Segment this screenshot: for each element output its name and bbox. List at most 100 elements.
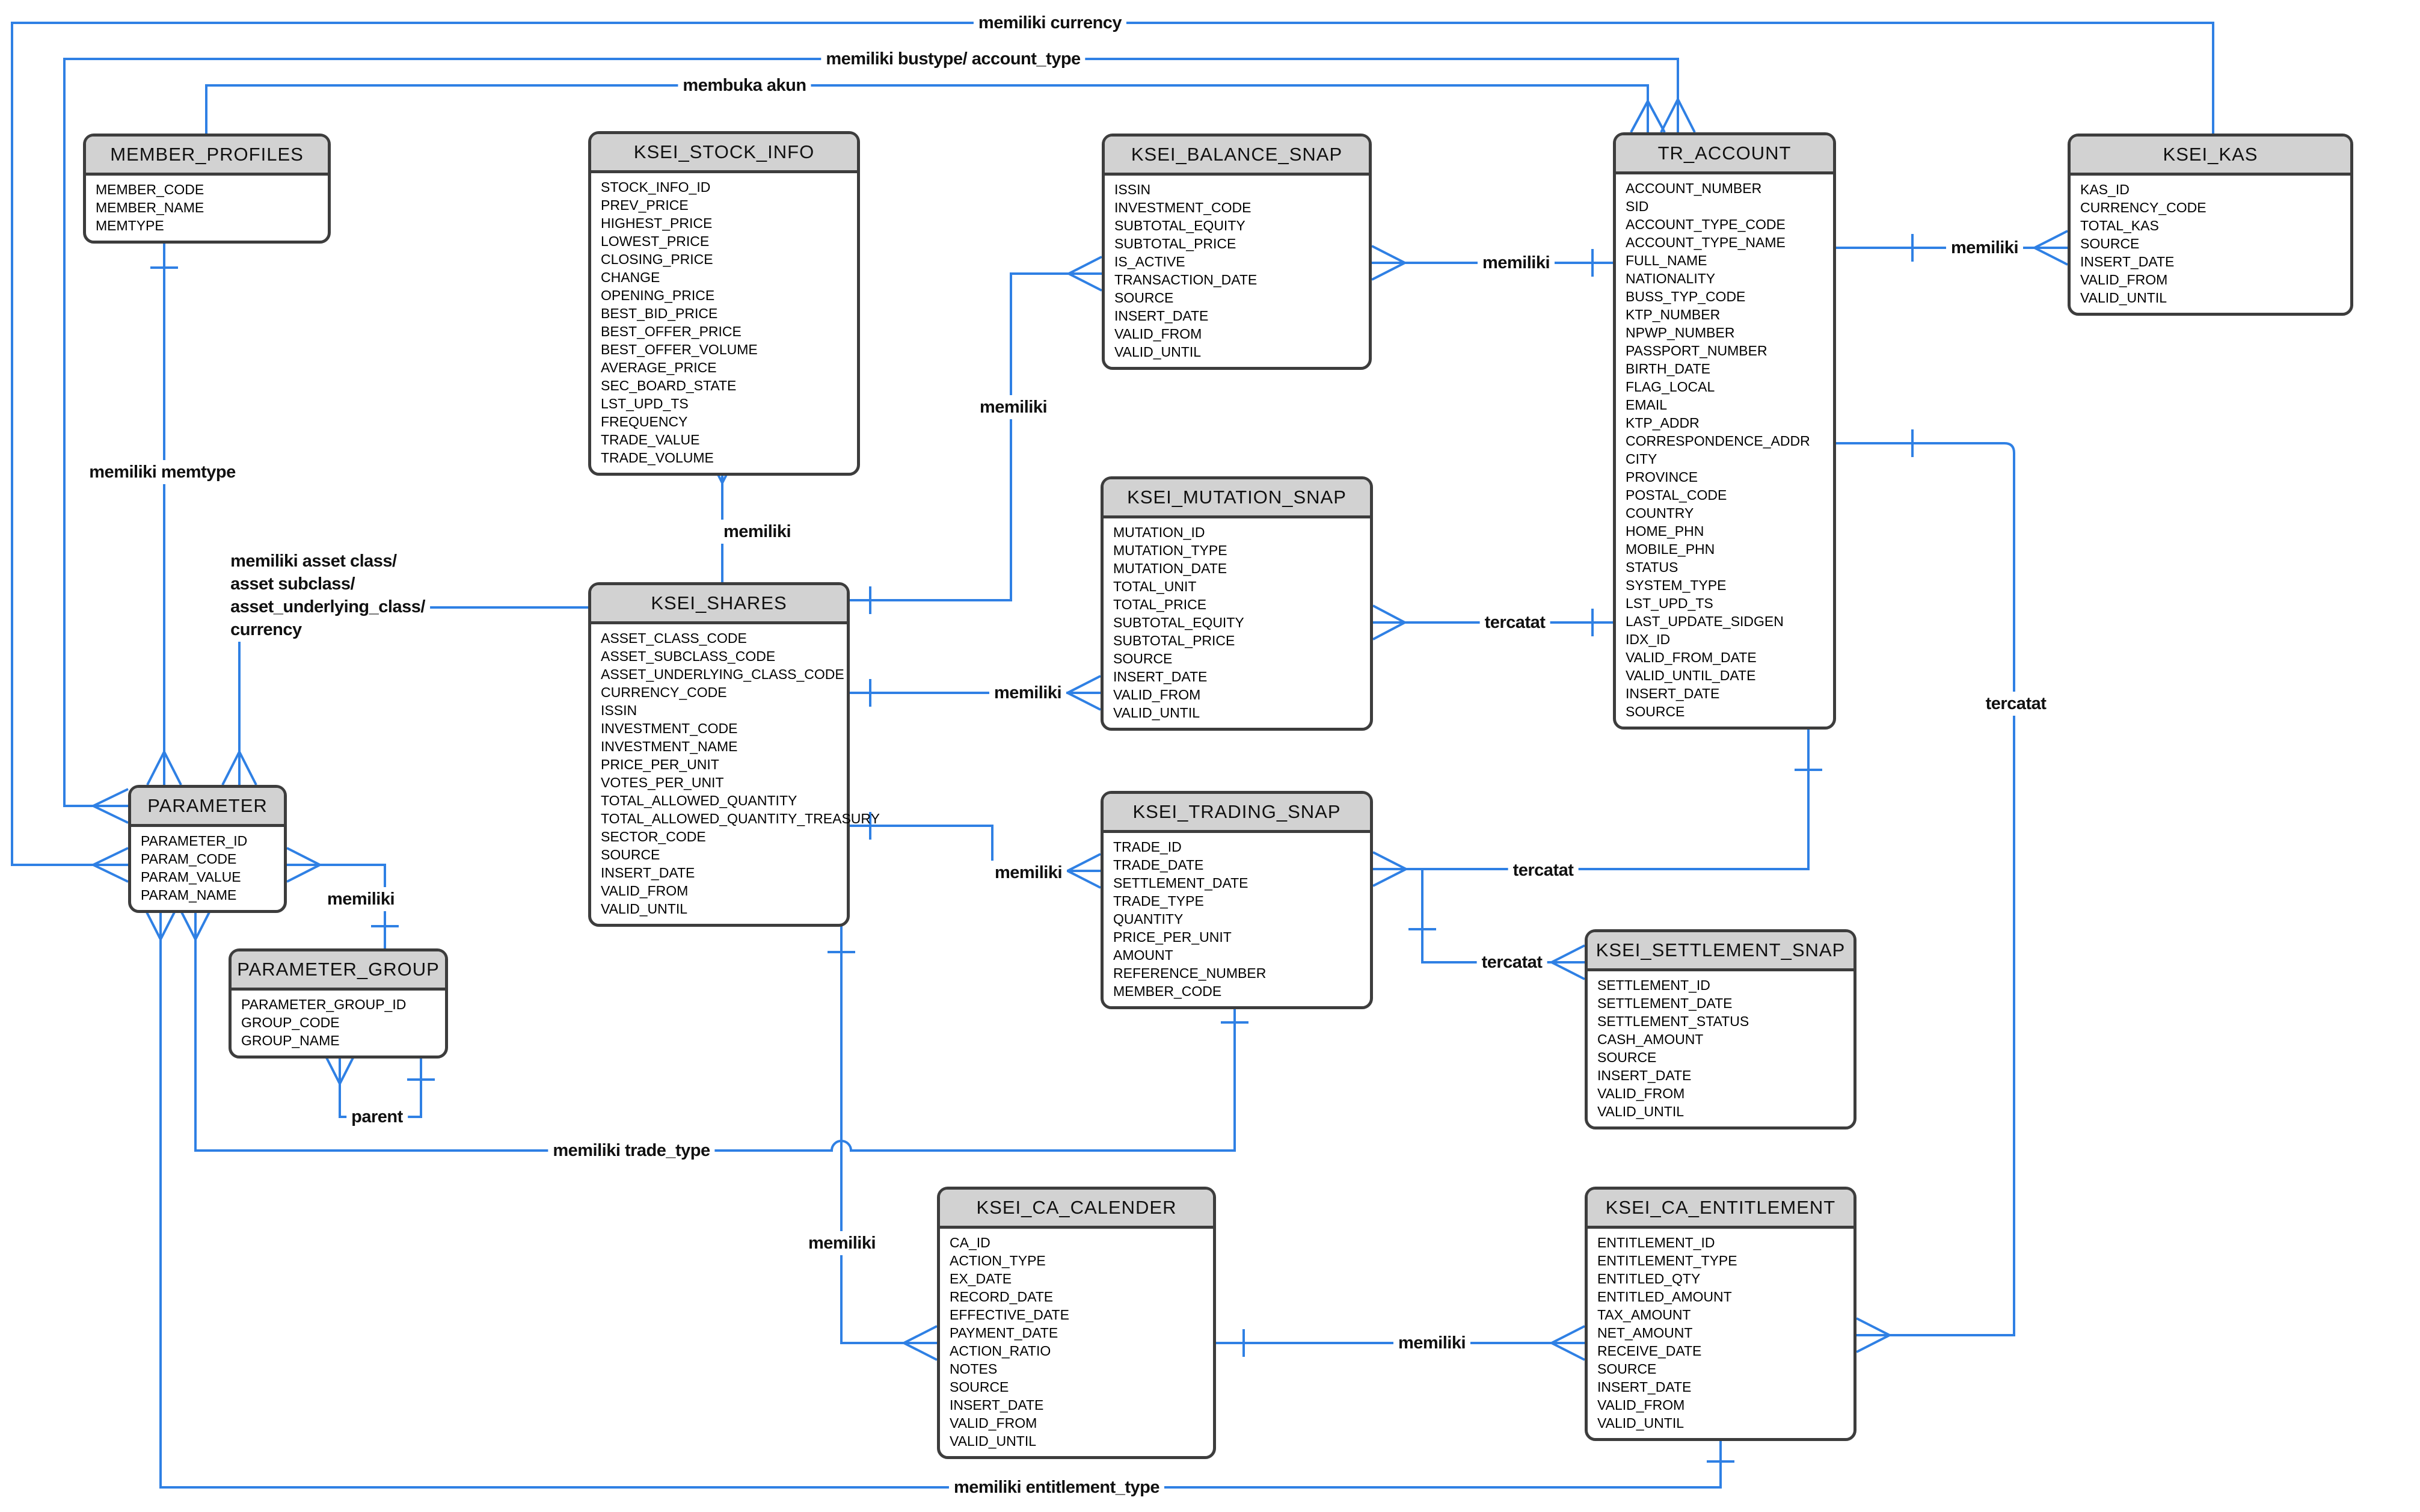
table-field: ACCOUNT_TYPE_NAME xyxy=(1626,235,1786,250)
table-field: PROVINCE xyxy=(1626,469,1698,485)
table-field: TRADE_TYPE xyxy=(1113,893,1204,909)
table-field: SEC_BOARD_STATE xyxy=(601,378,737,393)
table-field: TOTAL_PRICE xyxy=(1113,597,1207,612)
table-field: SETTLEMENT_DATE xyxy=(1113,875,1248,891)
table-title: KSEI_CA_CALENDER xyxy=(940,1190,1213,1229)
connector-memiliki-memtype xyxy=(146,236,182,785)
table-field: PASSPORT_NUMBER xyxy=(1626,343,1767,358)
table-field: QUANTITY xyxy=(1113,911,1184,927)
table-field: INVESTMENT_CODE xyxy=(601,721,738,736)
table-field: KTP_NUMBER xyxy=(1626,307,1721,322)
table-field: INSERT_DATE xyxy=(2080,254,2175,269)
table-field: AMOUNT xyxy=(1113,947,1173,963)
table-field: ACTION_TYPE xyxy=(950,1253,1046,1268)
table-field: VALID_UNTIL xyxy=(1113,705,1200,721)
relationship-label-line: membuka akun xyxy=(683,76,806,95)
table-field: VOTES_PER_UNIT xyxy=(601,775,724,790)
table-field: EMAIL xyxy=(1626,397,1668,413)
table-field: ASSET_SUBCLASS_CODE xyxy=(601,648,776,664)
table-field: ENTITLEMENT_TYPE xyxy=(1597,1253,1737,1268)
relationship-label: memiliki memtype xyxy=(84,460,241,484)
table-field: INSERT_DATE xyxy=(1114,308,1209,324)
relationship-label-line: currency xyxy=(230,620,302,639)
table-field: NATIONALITY xyxy=(1626,271,1716,286)
relationship-label: parent xyxy=(346,1105,408,1129)
relationship-label: tercatat xyxy=(1980,692,2051,716)
relationship-label-line: memiliki currency xyxy=(978,13,1122,32)
table-field: TRADE_VOLUME xyxy=(601,450,714,466)
relationship-label: memiliki asset class/asset subclass/asse… xyxy=(226,549,430,642)
table-field: NPWP_NUMBER xyxy=(1626,325,1735,340)
relationship-label: memiliki xyxy=(322,887,400,911)
connector-memiliki-trade-type xyxy=(177,906,1248,1152)
table-field: INVESTMENT_NAME xyxy=(601,739,738,754)
table-field: LAST_UPDATE_SIDGEN xyxy=(1626,613,1784,629)
table-field: SECTOR_CODE xyxy=(601,829,706,844)
table-field: FULL_NAME xyxy=(1626,253,1707,268)
relationship-label: memiliki xyxy=(974,395,1052,419)
table-field: TRANSACTION_DATE xyxy=(1114,272,1258,287)
table-field: RECORD_DATE xyxy=(950,1289,1054,1305)
table-field: BEST_OFFER_PRICE xyxy=(601,324,742,339)
table-field: VALID_FROM xyxy=(1597,1086,1685,1101)
table-field: BUSS_TYP_CODE xyxy=(1626,289,1746,304)
table-field: VALID_UNTIL xyxy=(1597,1104,1684,1119)
table-field: TRADE_VALUE xyxy=(601,432,700,447)
relationship-label-line: memiliki xyxy=(1482,253,1550,272)
table-field: VALID_FROM xyxy=(950,1415,1037,1431)
table-field: VALID_UNTIL xyxy=(601,901,688,917)
relationship-label-line: asset_underlying_class/ xyxy=(230,597,425,616)
table-field: SID xyxy=(1626,198,1649,214)
table-field: SOURCE xyxy=(2080,236,2140,251)
table-field: VALID_UNTIL xyxy=(2080,290,2167,306)
table-field: INSERT_DATE xyxy=(950,1397,1044,1413)
table-field: ASSET_UNDERLYING_CLASS_CODE xyxy=(601,666,844,682)
table-field: HIGHEST_PRICE xyxy=(601,215,713,231)
table-field: TRADE_ID xyxy=(1113,839,1182,855)
relationship-label-line: memiliki entitlement_type xyxy=(953,1478,1160,1497)
relationship-label: tercatat xyxy=(1479,610,1550,635)
table-field: SOURCE xyxy=(950,1379,1009,1395)
table-field: INSERT_DATE xyxy=(1597,1068,1692,1083)
table-field: KTP_ADDR xyxy=(1626,415,1700,431)
table-field: LOWEST_PRICE xyxy=(601,233,710,249)
relationship-label: memiliki entitlement_type xyxy=(948,1475,1165,1499)
relationship-label-line: memiliki xyxy=(1950,238,2019,257)
table-field: INSERT_DATE xyxy=(1113,669,1208,684)
table-field: GROUP_NAME xyxy=(241,1033,340,1048)
table-field: ACTION_RATIO xyxy=(950,1343,1051,1359)
table-field: INVESTMENT_CODE xyxy=(1114,200,1251,215)
relationship-label-line: tercatat xyxy=(1512,861,1574,880)
table-field: TRADE_DATE xyxy=(1113,857,1204,873)
relationship-label-line: tercatat xyxy=(1985,694,2047,713)
table-field: PARAMETER_ID xyxy=(141,833,248,849)
table-title: KSEI_BALANCE_SNAP xyxy=(1105,137,1369,176)
table-fields: TRADE_ID TRADE_DATE SETTLEMENT_DATE TRADE_T… xyxy=(1104,833,1370,1006)
connector-memiliki-bustype-account-type xyxy=(63,58,1696,824)
table-field: TAX_AMOUNT xyxy=(1597,1307,1691,1323)
table-field: SOURCE xyxy=(1597,1361,1657,1377)
table-field: CITY xyxy=(1626,451,1657,467)
connector-shares-mutation-memiliki xyxy=(850,675,1101,711)
connector-memiliki-entitlement-type xyxy=(143,906,1734,1489)
